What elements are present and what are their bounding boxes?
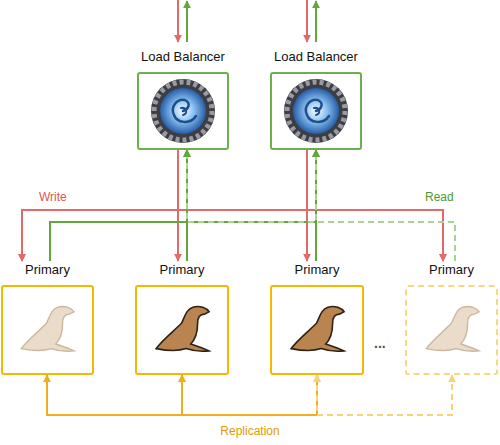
icon-frame xyxy=(137,72,229,150)
icon-frame xyxy=(270,72,362,150)
outgoing-read-arrow xyxy=(315,1,317,42)
database-box: Primary xyxy=(135,261,229,375)
node-heading: Load Balancer xyxy=(137,48,229,72)
node-heading: Primary xyxy=(1,261,94,285)
flow-connector xyxy=(182,375,317,415)
flow-connector xyxy=(50,150,187,261)
flow-connector xyxy=(316,150,455,261)
flow-connector xyxy=(47,375,182,415)
flow-label: Write xyxy=(37,190,69,204)
load-balancer-icon xyxy=(151,79,215,143)
node-heading: Load Balancer xyxy=(270,48,362,72)
flow-label: Read xyxy=(423,190,456,204)
flow-connector xyxy=(22,150,178,261)
node-heading: Primary xyxy=(270,261,364,285)
icon-frame xyxy=(135,285,229,375)
sea-lion-icon xyxy=(426,306,479,351)
icon-frame xyxy=(270,285,364,375)
database-box: Primary xyxy=(270,261,364,375)
outgoing-read-arrow xyxy=(186,1,188,42)
icon-frame xyxy=(405,285,498,375)
database-box: Primary xyxy=(405,261,498,375)
flow-connector xyxy=(50,150,316,261)
incoming-write-arrow xyxy=(306,0,308,42)
flow-connector xyxy=(178,150,443,261)
node-heading: Primary xyxy=(135,261,229,285)
load-balancer-icon xyxy=(284,79,348,143)
icon-frame xyxy=(1,285,94,375)
sea-lion-icon xyxy=(156,306,209,351)
sea-lion-icon xyxy=(21,306,74,351)
flow-connector xyxy=(22,150,307,261)
flow-connector xyxy=(317,375,452,415)
flow-connector xyxy=(307,150,443,261)
incoming-write-arrow xyxy=(177,0,179,42)
load-balancer-box: Load Balancer xyxy=(270,48,362,150)
flow-connector xyxy=(187,150,455,261)
database-box: Primary xyxy=(1,261,94,375)
flow-label: Replication xyxy=(218,424,281,438)
sea-lion-icon xyxy=(291,306,344,351)
load-balancer-box: Load Balancer xyxy=(137,48,229,150)
ellipsis-label: ... xyxy=(372,336,388,350)
node-heading: Primary xyxy=(405,261,498,285)
